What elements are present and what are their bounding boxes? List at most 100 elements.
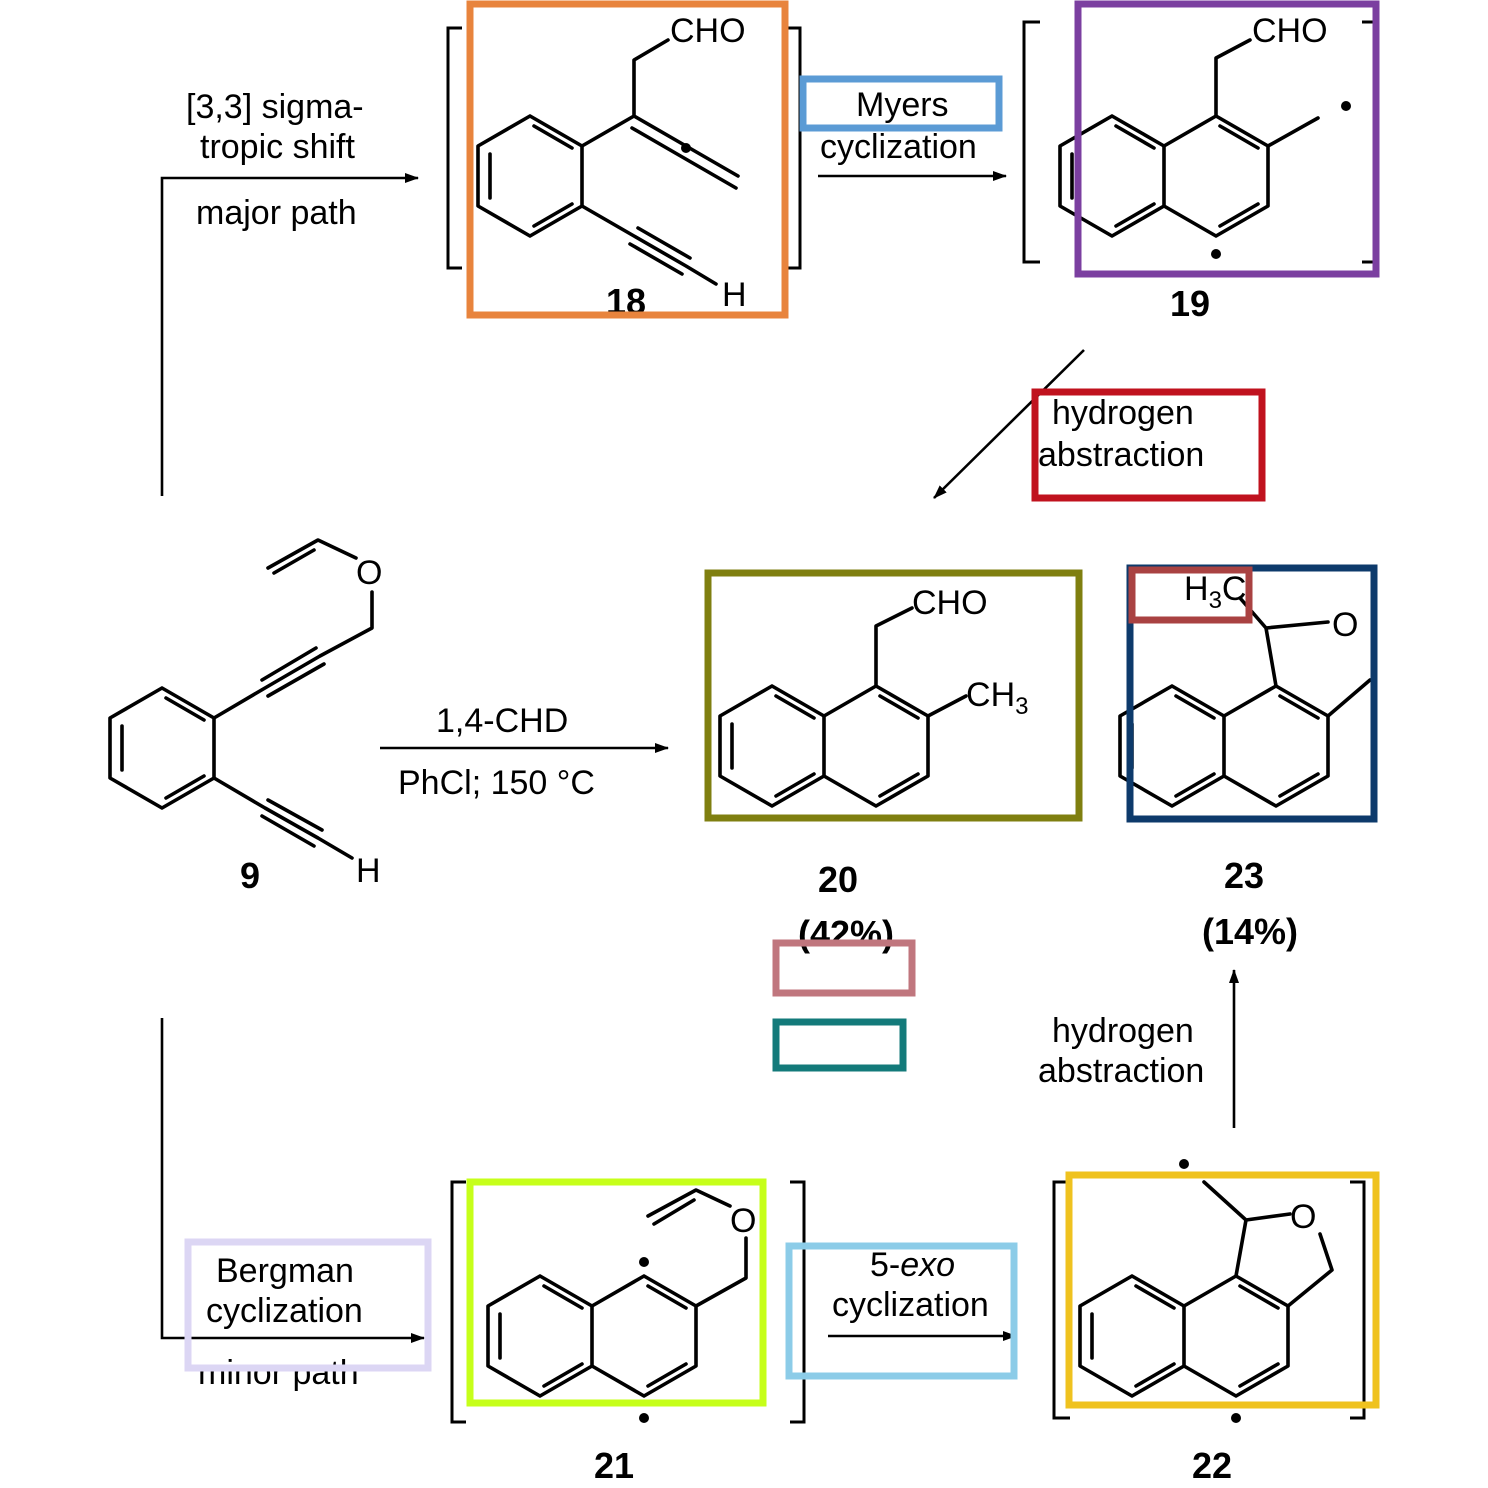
atom-o-22: O xyxy=(1290,1198,1316,1236)
radical-dot-upper-22 xyxy=(1179,1159,1189,1169)
radical-dot-upper-21 xyxy=(639,1257,649,1267)
atom-h-18: H xyxy=(722,276,747,314)
exo-line-2: cyclization xyxy=(832,1286,989,1324)
highlight-box-hydrogen1 xyxy=(1031,388,1266,502)
side-chain-21 xyxy=(646,1188,748,1308)
benzene-ring-9 xyxy=(108,686,216,810)
naphthalene-left-ring-21 xyxy=(486,1274,594,1398)
compound-9-structure: O H xyxy=(108,538,382,890)
compound-21-structure: O xyxy=(450,1180,806,1424)
bracket-left-22 xyxy=(1052,1180,1070,1420)
compound-20-structure: CHO CH3 xyxy=(718,584,1028,808)
naphthalene-right-ring-20 xyxy=(822,684,930,808)
atom-h-9: H xyxy=(356,852,381,890)
bracket-left-18 xyxy=(446,26,462,270)
atom-cho-19: CHO xyxy=(1252,12,1328,50)
highlight-box-21 xyxy=(466,1178,767,1407)
allene-18 xyxy=(580,38,740,190)
allene-center-dot-18 xyxy=(681,143,691,153)
hydrogen2-line-1: hydrogen xyxy=(1052,1012,1194,1050)
yield-23: (14%) xyxy=(1202,911,1298,952)
highlight-box-yield-20 xyxy=(772,939,916,997)
side-chains-19 xyxy=(1214,38,1320,148)
compound-18-structure: CHO H xyxy=(446,12,802,314)
compound-22-structure: O xyxy=(1052,1159,1366,1423)
solvent-label: PhCl; 150 °C xyxy=(398,764,595,802)
exo-italic: exo xyxy=(900,1246,955,1284)
exo-line-1: 5-exo xyxy=(870,1246,955,1284)
bracket-left-19 xyxy=(1022,20,1040,264)
highlight-box-myers xyxy=(799,75,1003,132)
furan-ring-23 xyxy=(1238,596,1372,718)
furan-ring-22 xyxy=(1202,1180,1334,1308)
naphthalene-left-ring-22 xyxy=(1078,1274,1186,1398)
sigmatropic-line-1: [3,3] sigma- xyxy=(186,88,364,126)
radical-dot-ring-19 xyxy=(1211,249,1221,259)
alkyne-upper-9 xyxy=(212,590,374,720)
sigmatropic-line-2: tropic shift xyxy=(200,128,355,166)
hydrogen1-line-1: hydrogen xyxy=(1052,394,1194,432)
radical-dot-lower-21 xyxy=(639,1413,649,1423)
bracket-right-21 xyxy=(790,1180,806,1424)
naphthalene-inner-bonds-19 xyxy=(1070,124,1260,228)
vinyl-ether-9 xyxy=(266,538,358,575)
highlight-box-exo xyxy=(785,1242,1018,1380)
major-path-label: major path xyxy=(196,194,357,232)
naphthalene-right-ring-19 xyxy=(1162,114,1270,238)
compound-label-20: 20 xyxy=(818,859,858,900)
bergman-line-2: cyclization xyxy=(206,1292,363,1330)
bracket-right-18 xyxy=(788,26,802,270)
compound-label-22: 22 xyxy=(1192,1445,1232,1486)
atom-h3c-23: H3C xyxy=(1184,570,1246,614)
highlight-box-bergman xyxy=(184,1238,432,1372)
hydrogen-abstraction-arrow-1 xyxy=(933,349,1085,499)
naphthalene-right-ring-21 xyxy=(590,1274,698,1398)
myers-line-1: Myers xyxy=(856,86,949,124)
highlight-box-22 xyxy=(1065,1171,1380,1409)
bracket-left-21 xyxy=(450,1180,466,1424)
major-path-arrow xyxy=(160,173,419,496)
minor-path-label: minor path xyxy=(198,1354,359,1392)
naphthalene-inner-bonds-22 xyxy=(1090,1284,1280,1388)
atom-o-23: O xyxy=(1332,606,1358,644)
radical-dot-lower-22 xyxy=(1231,1413,1241,1423)
compound-label-21: 21 xyxy=(594,1445,634,1486)
bergman-line-1: Bergman xyxy=(216,1252,354,1290)
exo-prefix: 5- xyxy=(870,1246,900,1284)
alkyne-18 xyxy=(580,204,718,286)
atom-o-9: O xyxy=(356,554,382,592)
radical-dot-methyl-19 xyxy=(1341,101,1351,111)
compound-label-23: 23 xyxy=(1224,855,1264,896)
reagent-label: 1,4-CHD xyxy=(436,702,568,740)
naphthalene-inner-bonds-21 xyxy=(498,1284,688,1388)
hydrogen1-line-2: abstraction xyxy=(1038,436,1204,474)
myers-line-2: cyclization xyxy=(820,128,977,166)
atom-cho-20: CHO xyxy=(912,584,988,622)
hydrogen2-line-2: abstraction xyxy=(1038,1052,1204,1090)
naphthalene-right-ring-22 xyxy=(1182,1274,1290,1398)
naphthalene-right-ring-23 xyxy=(1222,684,1330,808)
naphthalene-left-ring-23 xyxy=(1118,684,1226,808)
naphthalene-left-ring-20 xyxy=(718,684,826,808)
benzene-inner-bonds-18 xyxy=(488,124,574,228)
benzene-ring-18 xyxy=(476,114,584,238)
side-chains-20 xyxy=(874,606,968,718)
yield-20: (42%) xyxy=(798,913,894,954)
benzene-inner-bonds-9 xyxy=(120,696,206,800)
bracket-right-22 xyxy=(1350,1180,1366,1420)
highlight-box-h3c xyxy=(1128,566,1253,624)
highlight-box-empty xyxy=(772,1018,907,1072)
highlight-box-20 xyxy=(704,569,1083,822)
compound-label-19: 19 xyxy=(1170,283,1210,324)
naphthalene-inner-bonds-20 xyxy=(730,694,920,798)
minor-path-arrow xyxy=(160,1018,425,1343)
atom-cho-18: CHO xyxy=(670,12,746,50)
alkyne-lower-9 xyxy=(212,776,354,860)
atom-o-21: O xyxy=(730,1202,756,1240)
highlight-box-18 xyxy=(466,0,789,319)
atom-ch3-20: CH3 xyxy=(966,676,1028,720)
highlight-box-19 xyxy=(1074,0,1380,278)
compound-23-structure: H3C O xyxy=(1118,570,1372,808)
